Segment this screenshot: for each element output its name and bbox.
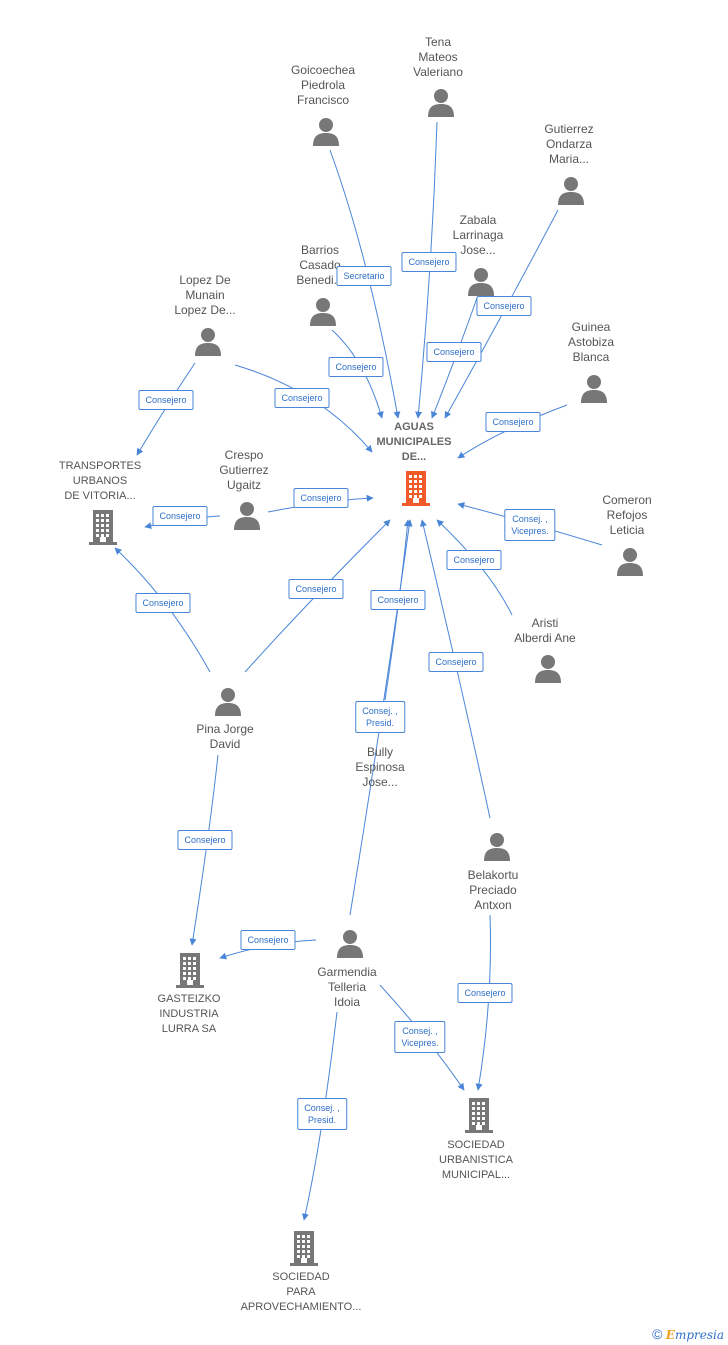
- node-label-goicoechea[interactable]: Goicoechea Piedrola Francisco: [290, 63, 356, 107]
- node-label-crespo[interactable]: Crespo Gutierrez Ugaitz: [219, 448, 269, 492]
- edge-label[interactable]: Secretario: [336, 266, 392, 286]
- building-icon-aguas[interactable]: [400, 470, 432, 511]
- edge-belakortu-to-aguas: [420, 519, 491, 819]
- edge-label[interactable]: Consejero: [274, 388, 330, 408]
- building-icon-sociedad-urb[interactable]: [463, 1097, 495, 1138]
- edge-bully-to-aguas: [384, 519, 411, 701]
- node-label-aristi[interactable]: Aristi Alberdi Ane: [514, 616, 576, 645]
- brand-initial: E: [665, 1328, 675, 1342]
- node-label-pina[interactable]: Pina Jorge David: [196, 722, 254, 751]
- brand-logo[interactable]: Empresia: [666, 1328, 724, 1342]
- edge-label[interactable]: Consejero: [288, 579, 344, 599]
- node-label-comeron[interactable]: Comeron Refojos Leticia: [602, 493, 652, 537]
- node-label-garmendia[interactable]: Garmendia Telleria Idoia: [317, 965, 377, 1009]
- node-label-sociedad-urb[interactable]: SOCIEDAD URBANISTICA MUNICIPAL...: [439, 1139, 513, 1181]
- node-label-tena[interactable]: Tena Mateos Valeriano: [413, 35, 463, 79]
- edge-label[interactable]: Consej. , Presid.: [297, 1098, 347, 1130]
- edge-label[interactable]: Consejero: [152, 506, 208, 526]
- edge-label[interactable]: Consejero: [370, 590, 426, 610]
- building-icon-transportes[interactable]: [87, 509, 119, 550]
- edge-lopez-to-aguas: [234, 364, 373, 453]
- edge-label[interactable]: Consejero: [485, 412, 541, 432]
- edge-label[interactable]: Consejero: [476, 296, 532, 316]
- edge-label[interactable]: Consej. , Vicepres.: [504, 509, 556, 541]
- copyright-symbol: ©: [652, 1326, 663, 1342]
- edge-label[interactable]: Consejero: [428, 652, 484, 672]
- person-icon-goicoechea[interactable]: [312, 117, 340, 152]
- person-icon-pina[interactable]: [214, 687, 242, 722]
- building-icon-sociedad-apr[interactable]: [288, 1230, 320, 1271]
- person-icon-crespo[interactable]: [233, 501, 261, 536]
- person-icon-aristi[interactable]: [534, 654, 562, 689]
- person-icon-comeron[interactable]: [616, 547, 644, 582]
- edge-label[interactable]: Consej. , Presid.: [355, 701, 405, 733]
- person-icon-garmendia[interactable]: [336, 929, 364, 964]
- edge-label[interactable]: Consejero: [293, 488, 349, 508]
- edge-label[interactable]: Consejero: [177, 830, 233, 850]
- person-icon-zabala[interactable]: [467, 267, 495, 302]
- person-icon-barrios[interactable]: [309, 297, 337, 332]
- person-icon-belakortu[interactable]: [483, 832, 511, 867]
- person-icon-guinea[interactable]: [580, 374, 608, 409]
- edge-label[interactable]: Consejero: [426, 342, 482, 362]
- edge-pina-to-gasteizko: [189, 754, 219, 946]
- node-label-aguas[interactable]: AGUAS MUNICIPALES DE...: [376, 421, 452, 463]
- person-icon-gutierrez[interactable]: [557, 176, 585, 211]
- building-icon-gasteizko[interactable]: [174, 952, 206, 993]
- node-label-bully[interactable]: Bully Espinosa Jose...: [355, 745, 405, 789]
- footer: © Empresia: [652, 1326, 724, 1342]
- edge-label[interactable]: Consejero: [328, 357, 384, 377]
- edge-label[interactable]: Consejero: [401, 252, 457, 272]
- node-label-gasteizko[interactable]: GASTEIZKO INDUSTRIA LURRA SA: [157, 993, 221, 1035]
- edge-label[interactable]: Consejero: [138, 390, 194, 410]
- node-label-belakortu[interactable]: Belakortu Preciado Antxon: [467, 868, 519, 912]
- person-icon-lopez[interactable]: [194, 327, 222, 362]
- node-label-zabala[interactable]: Zabala Larrinaga Jose...: [452, 213, 504, 257]
- edge-gutierrez-to-aguas: [444, 209, 559, 419]
- edge-label[interactable]: Consejero: [457, 983, 513, 1003]
- edge-label[interactable]: Consejero: [446, 550, 502, 570]
- node-label-barrios[interactable]: Barrios Casado Benedi...: [296, 243, 344, 287]
- node-label-sociedad-apr[interactable]: SOCIEDAD PARA APROVECHAMIENTO...: [240, 1271, 362, 1313]
- brand-name: mpresia: [674, 1328, 724, 1342]
- edge-label[interactable]: Consejero: [240, 930, 296, 950]
- node-label-transportes[interactable]: TRANSPORTES URBANOS DE VITORIA...: [58, 460, 142, 502]
- node-label-guinea[interactable]: Guinea Astobiza Blanca: [567, 320, 615, 364]
- person-icon-tena[interactable]: [427, 88, 455, 123]
- edge-label[interactable]: Consejero: [135, 593, 191, 613]
- edge-label[interactable]: Consej. , Vicepres.: [394, 1021, 446, 1053]
- node-label-lopez[interactable]: Lopez De Munain Lopez De...: [174, 273, 236, 317]
- node-label-gutierrez[interactable]: Gutierrez Ondarza Maria...: [544, 122, 594, 166]
